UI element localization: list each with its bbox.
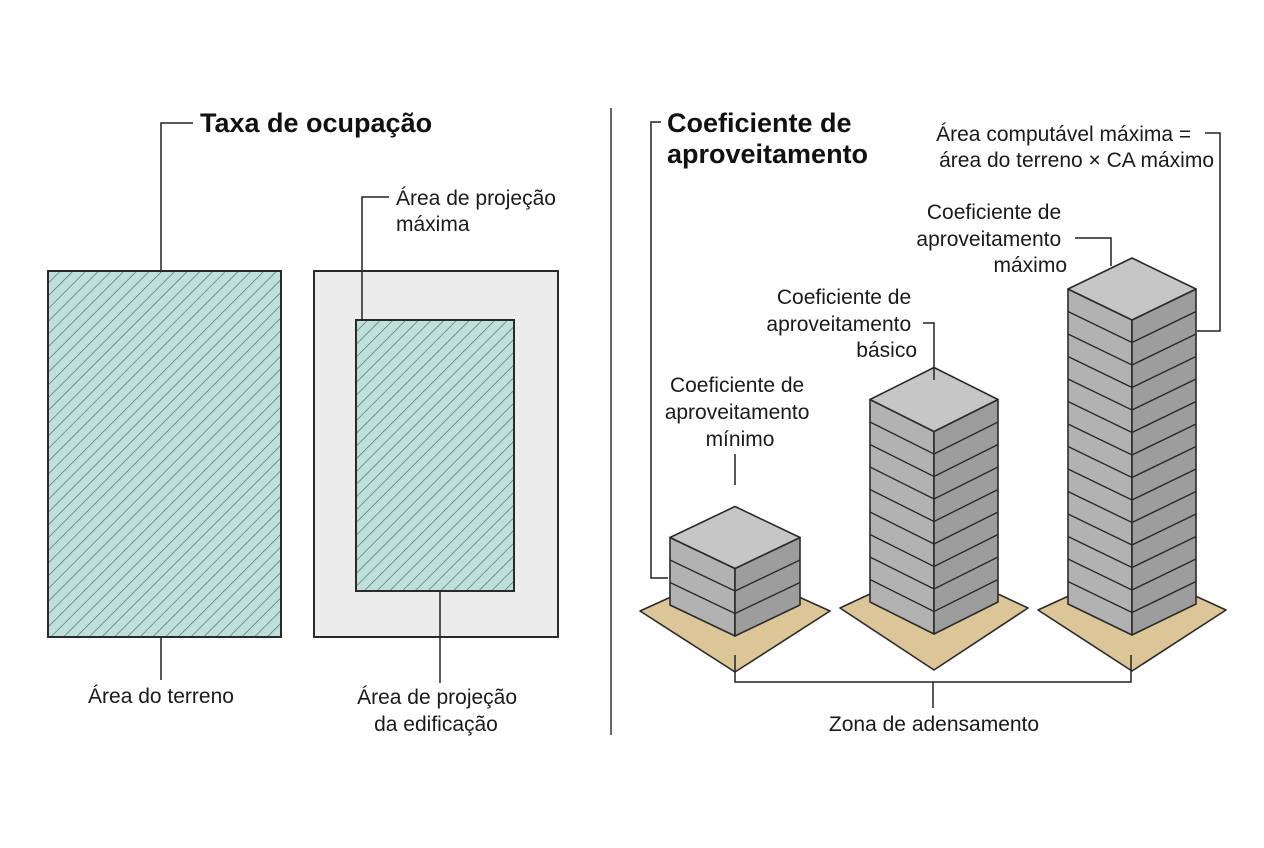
- buildings-layer: [639, 257, 1227, 673]
- floor-line: [869, 578, 999, 613]
- building-projection-label: Área de projeção da edificação: [357, 686, 523, 736]
- building-basic: [839, 366, 1029, 671]
- floor-line: [1067, 378, 1197, 411]
- terrain-area-label: Área do terreno: [88, 685, 234, 708]
- max-coefficient-label-line-1: Coeficiente de: [927, 201, 1061, 224]
- basic-coefficient-label-line-2: aproveitamento: [766, 313, 911, 336]
- floor-line: [1067, 580, 1197, 614]
- floor-line: [1067, 490, 1197, 524]
- floor-line: [1067, 535, 1197, 569]
- floor-line: [869, 466, 999, 500]
- utilization-coefficient-title-line-1: Coeficiente de: [667, 108, 852, 138]
- min-coefficient-label-line-2: aproveitamento: [665, 401, 810, 424]
- densification-zone-label: Zona de adensamento: [829, 713, 1039, 736]
- building-projection-rect: [355, 319, 515, 592]
- floor-line: [869, 556, 999, 590]
- basic-coefficient-leader: [923, 322, 935, 380]
- basic-coefficient-label-line-3: básico: [856, 339, 917, 362]
- floor-line: [869, 443, 999, 478]
- title-to-min-building-leader: [650, 121, 668, 579]
- building-max: [1037, 257, 1227, 672]
- formula-label-line-2: área do terreno × CA máximo: [939, 149, 1214, 172]
- building-projection-label-line-2: da edificação: [374, 713, 498, 736]
- building-min: [639, 505, 831, 673]
- floor-line: [869, 533, 999, 568]
- terrain-area-rect: [47, 270, 282, 638]
- floor-line: [1067, 400, 1197, 434]
- max-projection-label-line-1: Área de projeção: [396, 187, 556, 210]
- min-coefficient-label-line-3: mínimo: [706, 428, 775, 451]
- basic-coefficient-label-line-1: Coeficiente de: [777, 286, 911, 309]
- max-projection-label-line-2: máxima: [396, 213, 470, 236]
- occupancy-rate-title: Taxa de ocupação: [200, 108, 432, 138]
- max-projection-leader: [361, 196, 389, 320]
- right-panel: Coeficiente de aproveitamento Coeficient…: [639, 108, 1227, 736]
- building-projection-label-line-1: Área de projeção: [357, 686, 517, 709]
- floor-line: [869, 511, 999, 545]
- floor-line: [869, 421, 999, 455]
- max-coefficient-leader: [1075, 237, 1112, 266]
- floor-line: [869, 488, 999, 523]
- floor-line: [1067, 513, 1197, 546]
- formula-label: Área computável máxima = área do terreno…: [936, 123, 1214, 172]
- basic-coefficient-label: Coeficiente de aproveitamento básico: [766, 286, 917, 362]
- floor-line: [1067, 468, 1197, 501]
- utilization-coefficient-title: Coeficiente de aproveitamento: [667, 108, 868, 169]
- max-projection-label: Área de projeção máxima: [396, 187, 562, 236]
- formula-leader: [1197, 132, 1221, 332]
- min-coefficient-label: Coeficiente de aproveitamento mínimo: [665, 374, 816, 451]
- floor-line: [669, 581, 801, 615]
- building-roof: [869, 366, 999, 433]
- floor-line: [1067, 423, 1197, 456]
- building-roof: [669, 505, 801, 570]
- max-coefficient-label-line-2: aproveitamento: [916, 228, 1061, 251]
- floor-line: [1067, 333, 1197, 366]
- formula-label-line-1: Área computável máxima =: [936, 123, 1191, 146]
- left-panel: Taxa de ocupação Área do terreno Área de…: [47, 108, 562, 736]
- floor-line: [1067, 445, 1197, 479]
- floor-line: [1067, 310, 1197, 344]
- max-coefficient-label-line-3: máximo: [993, 254, 1067, 277]
- terrain-title-leader: [160, 122, 193, 271]
- utilization-coefficient-title-line-2: aproveitamento: [667, 139, 868, 169]
- floor-line: [669, 559, 801, 592]
- building-roof: [1067, 257, 1197, 321]
- min-coefficient-label-line-1: Coeficiente de: [670, 374, 804, 397]
- max-coefficient-label: Coeficiente de aproveitamento máximo: [916, 201, 1067, 277]
- floor-line: [1067, 558, 1197, 591]
- floor-line: [1067, 355, 1197, 389]
